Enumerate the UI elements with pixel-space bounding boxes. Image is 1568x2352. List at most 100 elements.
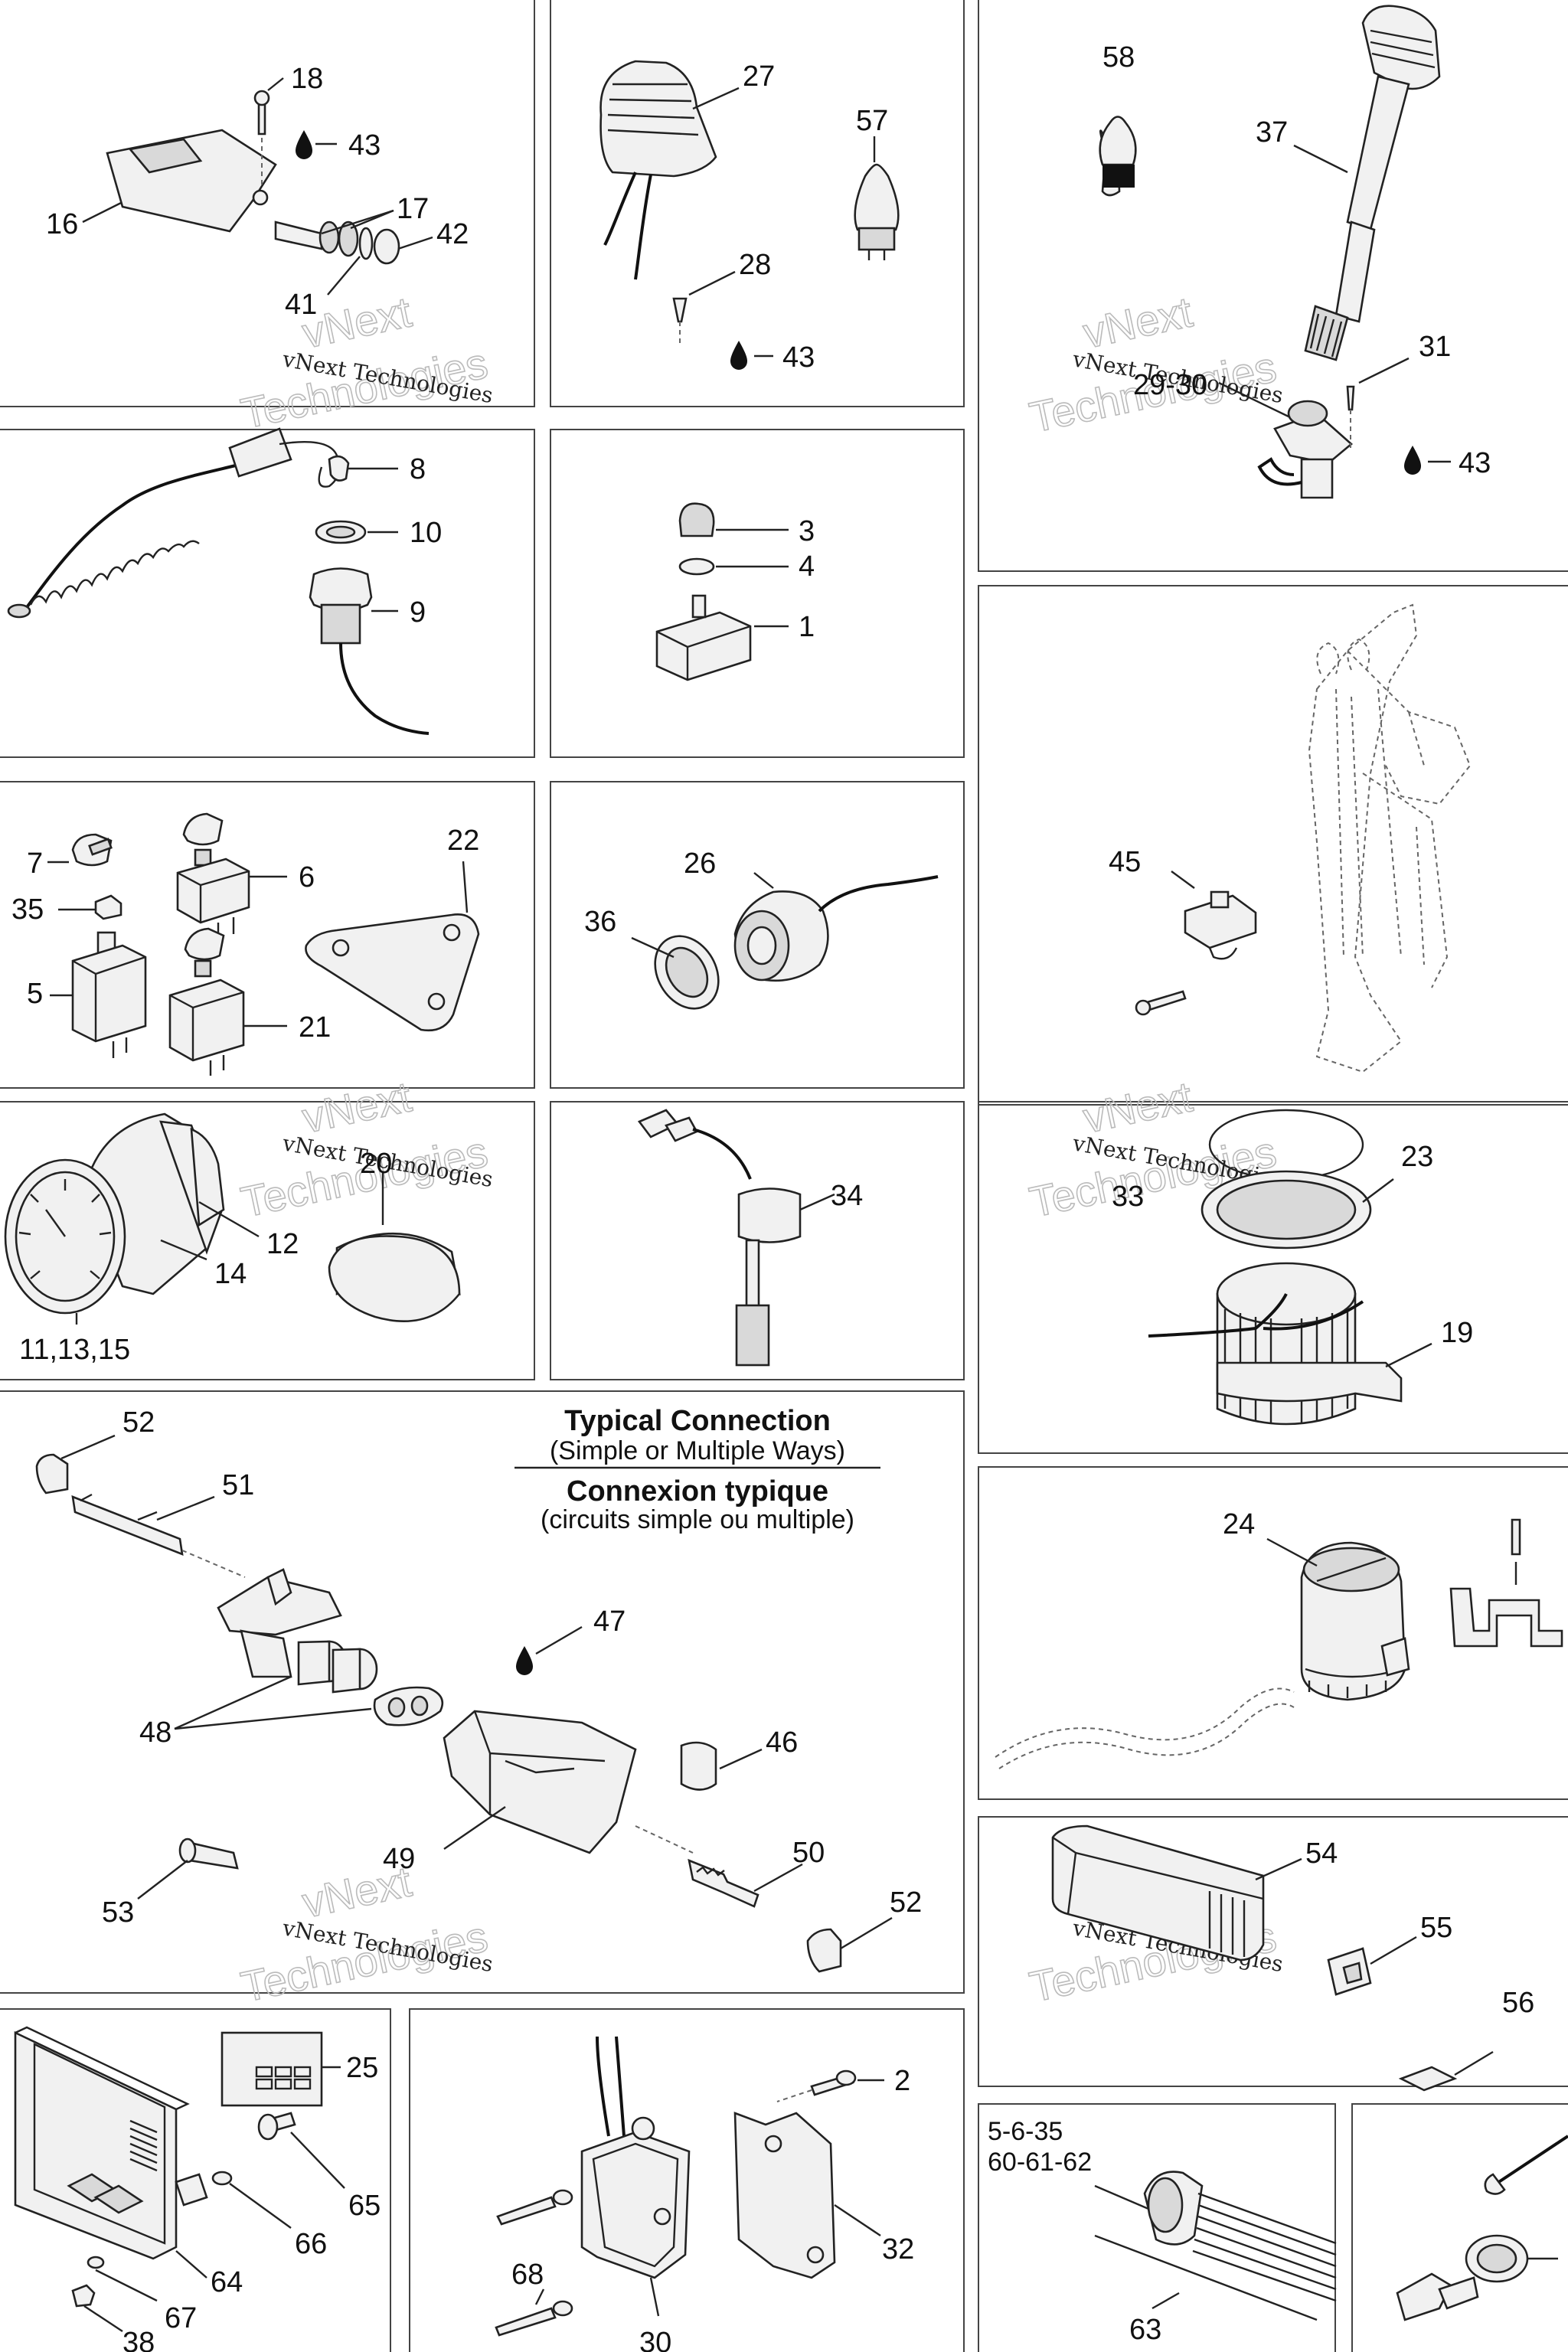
label-36: 36 [584, 906, 616, 938]
label-56: 56 [1502, 1987, 1534, 2019]
label-16: 16 [46, 208, 78, 240]
label-28: 28 [739, 249, 771, 281]
label-12: 12 [266, 1228, 299, 1260]
label-3: 3 [799, 515, 815, 547]
label-47: 47 [593, 1606, 626, 1638]
panel-gauge: 20 12 14 11,13,15 [4, 1112, 461, 1366]
panel-light-pole: 58 37 31 29-30 43 [1099, 5, 1491, 499]
washer-67 [87, 2256, 105, 2269]
label-17: 17 [397, 193, 429, 225]
plate-detail [128, 138, 203, 174]
screw-28 [672, 297, 688, 323]
label-1: 1 [799, 611, 815, 643]
sender-tube-34 [745, 1239, 760, 1311]
knob-6 [182, 812, 224, 846]
label-2: 2 [894, 2065, 910, 2097]
label-9: 9 [410, 596, 426, 629]
label-5-6-35: 5-6-35 [988, 2117, 1063, 2146]
label-34: 34 [831, 1180, 863, 1212]
label-51: 51 [222, 1469, 254, 1501]
pole-grip-37 [1304, 305, 1349, 361]
panel-switch-plate: 18 43 16 17 42 41 [46, 63, 469, 321]
bracket-knob-45 [1210, 890, 1230, 909]
panel-toggle-switches: 7 6 35 22 5 21 [11, 812, 480, 1076]
nut-17a [318, 220, 340, 254]
panel-harness-connector: 5-6-35 60-61-62 63 [988, 2117, 1337, 2346]
label-60-61-62: 60-61-62 [988, 2148, 1092, 2177]
washer-66 [211, 2171, 233, 2186]
label-43: 43 [782, 341, 815, 374]
label-24: 24 [1223, 1508, 1255, 1540]
watermarks: vNext Technologies vNext Technologies vN… [237, 286, 1285, 2011]
label-8: 8 [410, 453, 426, 485]
nut-35 [94, 894, 122, 920]
label-50: 50 [792, 1837, 825, 1869]
switch-1-stem [691, 594, 707, 619]
screw-31 [1346, 385, 1355, 411]
label-21: 21 [299, 1011, 331, 1044]
label-31: 31 [1419, 331, 1451, 363]
panel-lanyard: 8 10 9 [7, 427, 442, 735]
label-11-13-15: 11,13,15 [19, 1334, 130, 1366]
panel-fuel-sender: 34 [637, 1109, 863, 1367]
label-41: 41 [285, 289, 317, 321]
connection-title-en: Typical Connection [564, 1405, 831, 1437]
pole-lower-37 [1334, 220, 1376, 323]
plate-shaft [274, 220, 323, 250]
label-57: 57 [856, 105, 888, 137]
panel-clamp [1396, 2135, 1568, 2321]
label-45: 45 [1109, 846, 1141, 878]
label-30: 30 [639, 2327, 671, 2352]
label-52: 52 [890, 1886, 922, 1919]
label-10: 10 [410, 517, 442, 549]
label-6: 6 [299, 861, 315, 893]
bulb-58-base [1102, 165, 1135, 188]
lanyard-clip [7, 603, 31, 619]
pump-bracket-19 [1216, 1361, 1403, 1403]
terminal-50 [688, 1858, 760, 1908]
sender-body-34 [737, 1187, 802, 1243]
cap-3 [678, 502, 715, 537]
bulb-58-glass [1099, 116, 1137, 166]
label-55: 55 [1420, 1912, 1452, 1944]
pin-51 [71, 1494, 184, 1557]
pole-shaft-37 [1346, 75, 1410, 231]
label-48: 48 [139, 1717, 172, 1749]
connection-title-fr: Connexion typique [567, 1475, 828, 1508]
label-7: 7 [27, 848, 43, 880]
drop-icon [730, 341, 747, 370]
bracket-45 [1184, 894, 1257, 949]
seal-48 [373, 1686, 444, 1726]
wire [1257, 457, 1302, 486]
label-58: 58 [1102, 41, 1135, 74]
ring-terminal [1484, 2173, 1506, 2195]
label-29-30: 29-30 [1133, 369, 1207, 401]
label-65: 65 [348, 2190, 381, 2222]
plate-part [106, 129, 277, 233]
module-30 [580, 2131, 691, 2279]
nut-17b [338, 220, 359, 257]
bracket-32 [733, 2112, 836, 2279]
label-53: 53 [102, 1896, 134, 1929]
switch-stem-9 [320, 603, 361, 645]
nut-38 [71, 2284, 96, 2308]
fuse-box-mount [175, 2173, 208, 2207]
watermark-big: vNext [1079, 1072, 1197, 1142]
light-housing-27 [599, 60, 717, 178]
washer-41 [358, 227, 374, 260]
connection-subtitle-fr: (circuits simple ou multiple) [541, 1505, 854, 1534]
wire [1148, 1293, 1364, 1338]
label-5: 5 [27, 978, 43, 1010]
switch-5 [71, 944, 147, 1043]
screw [496, 2196, 557, 2226]
label-38: 38 [122, 2327, 155, 2352]
panel-socket: 26 36 [584, 848, 939, 1010]
label-27: 27 [743, 60, 775, 93]
ring-42 [373, 228, 400, 265]
label-33: 33 [1112, 1181, 1144, 1213]
screw-68 [495, 2307, 557, 2337]
sender-float-34 [735, 1304, 770, 1367]
label-68: 68 [511, 2259, 544, 2291]
label-22: 22 [447, 825, 479, 857]
